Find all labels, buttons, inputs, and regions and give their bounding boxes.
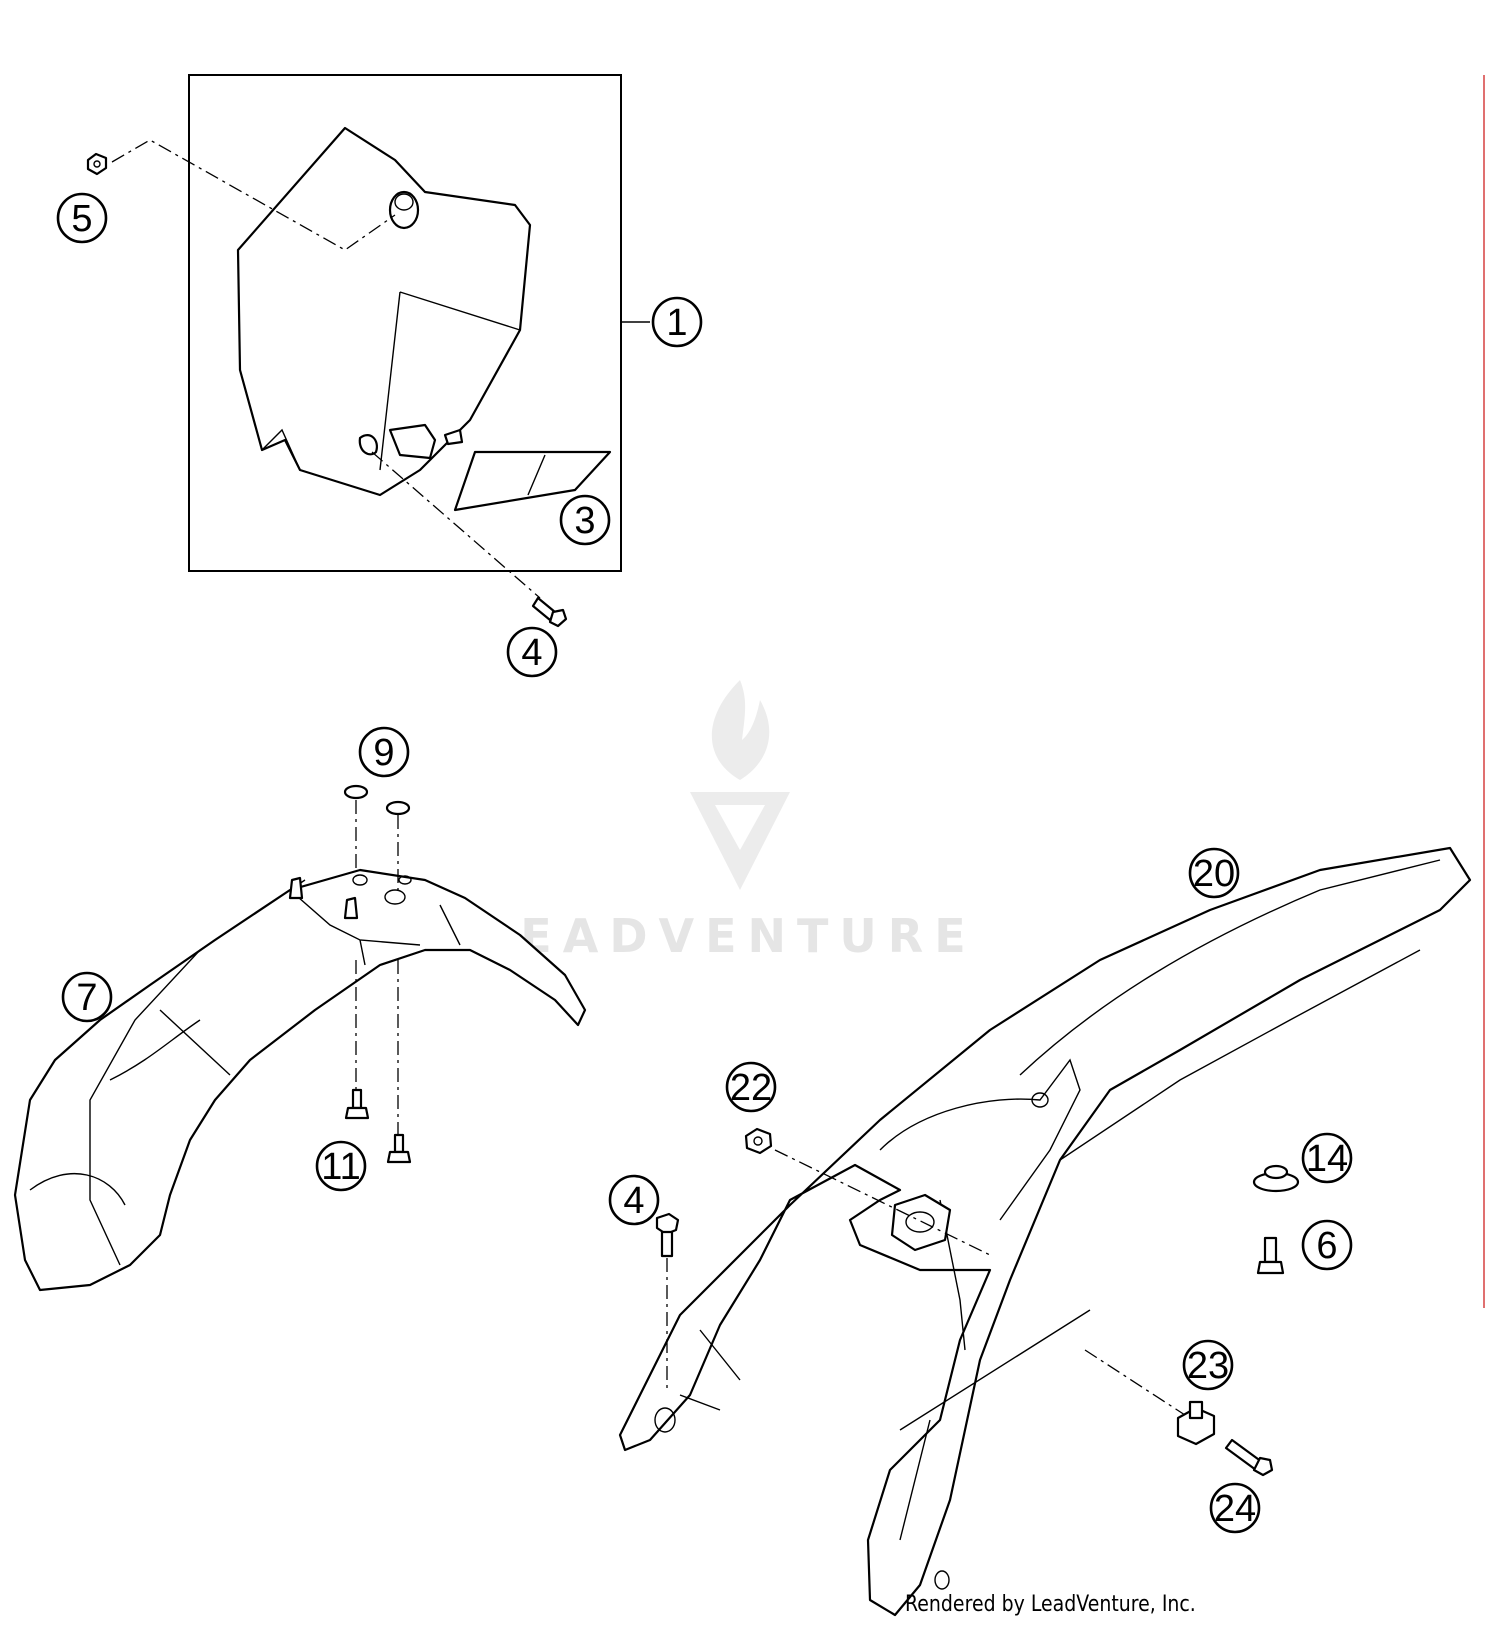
watermark-text: LEADVENTURE xyxy=(480,909,977,963)
svg-text:3: 3 xyxy=(574,500,595,542)
dash-4a xyxy=(371,451,541,599)
fender-nut xyxy=(890,1193,952,1252)
callout-20[interactable]: 20 xyxy=(1188,847,1240,899)
watermark-logo xyxy=(690,680,790,890)
callout-11[interactable]: 11 xyxy=(315,1140,367,1192)
callout-4-bottom[interactable]: 4 xyxy=(608,1174,660,1226)
svg-text:14: 14 xyxy=(1306,1138,1348,1180)
svg-text:7: 7 xyxy=(76,977,97,1019)
svg-text:5: 5 xyxy=(71,198,92,240)
callout-6[interactable]: 6 xyxy=(1301,1219,1353,1271)
bolt-24 xyxy=(1224,1438,1274,1477)
callout-1[interactable]: 1 xyxy=(651,296,703,348)
svg-text:6: 6 xyxy=(1316,1225,1337,1267)
callout-23[interactable]: 23 xyxy=(1182,1339,1234,1391)
callout-14[interactable]: 14 xyxy=(1301,1132,1353,1184)
svg-text:20: 20 xyxy=(1193,853,1235,895)
washer-9-left xyxy=(343,784,369,800)
washer-9-right xyxy=(385,800,411,816)
screw-4-top xyxy=(531,596,568,628)
screw-6 xyxy=(1256,1236,1285,1275)
callout-24[interactable]: 24 xyxy=(1209,1482,1261,1534)
svg-text:4: 4 xyxy=(623,1180,644,1222)
decal-sheet xyxy=(453,450,612,512)
kit-box xyxy=(188,74,622,572)
callout-9[interactable]: 9 xyxy=(358,726,410,778)
svg-text:22: 22 xyxy=(730,1067,772,1109)
svg-text:1: 1 xyxy=(666,302,687,344)
svg-text:4: 4 xyxy=(521,632,542,674)
callout-3[interactable]: 3 xyxy=(559,494,611,546)
grommet-14 xyxy=(1252,1164,1300,1193)
screw-4-bottom xyxy=(655,1212,680,1258)
nut-22 xyxy=(744,1127,773,1155)
render-credit: Rendered by LeadVenture, Inc. xyxy=(905,1592,1196,1617)
svg-text:11: 11 xyxy=(321,1146,360,1188)
svg-text:9: 9 xyxy=(373,732,394,774)
front-fender xyxy=(13,868,587,1292)
dash-23 xyxy=(1084,1349,1186,1416)
callout-7[interactable]: 7 xyxy=(61,971,113,1023)
rear-fender xyxy=(618,846,1472,1617)
dash-22 xyxy=(774,1149,991,1256)
screws-11 xyxy=(344,1088,412,1164)
number-plate xyxy=(236,126,532,497)
callout-4-top[interactable]: 4 xyxy=(506,626,558,678)
svg-text:24: 24 xyxy=(1214,1488,1256,1530)
svg-text:23: 23 xyxy=(1187,1345,1229,1387)
screw-5 xyxy=(86,152,108,176)
dash-5 xyxy=(111,139,396,251)
callout-22[interactable]: 22 xyxy=(725,1061,777,1113)
callout-5[interactable]: 5 xyxy=(56,192,108,244)
nut-23 xyxy=(1176,1400,1216,1446)
